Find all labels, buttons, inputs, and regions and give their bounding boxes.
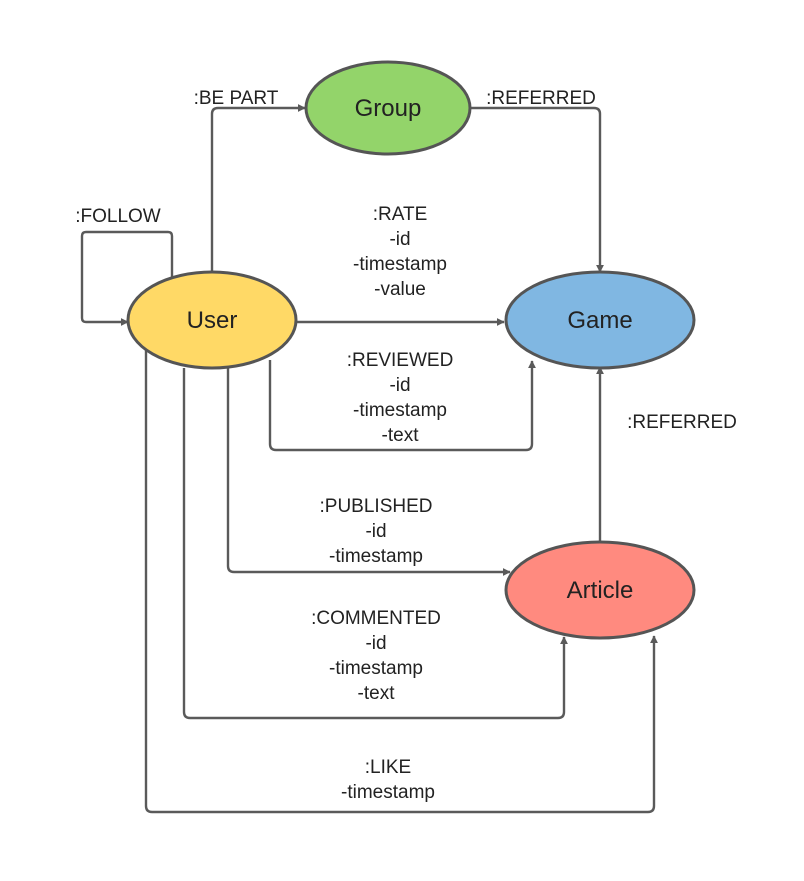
edge-rate-prop: -timestamp (353, 254, 447, 275)
edge-rate-prop: -id (389, 229, 410, 250)
edge-commented-prop: -text (358, 683, 396, 704)
edge-published-prop: -timestamp (329, 546, 423, 567)
node-user-label: User (187, 307, 238, 334)
node-group-label: Group (355, 95, 422, 122)
edge-reviewed (268, 360, 536, 452)
edge-group-referred-label: :REFERRED (486, 88, 596, 109)
edge-group-referred (470, 106, 604, 273)
edge-reviewed-prop: -id (389, 375, 410, 396)
edge-like-label: :LIKE (365, 757, 411, 778)
edge-like (144, 350, 658, 814)
edge-commented-label: :COMMENTED (311, 608, 441, 629)
edge-follow-label: :FOLLOW (75, 206, 161, 227)
node-game-label: Game (567, 307, 632, 334)
edge-article-referred-label: :REFERRED (627, 412, 737, 433)
edge-follow (80, 230, 174, 326)
node-user (126, 270, 298, 370)
edge-be-part-label: :BE PART (194, 88, 279, 109)
node-group (304, 60, 472, 156)
node-article (504, 540, 696, 640)
edge-reviewed-prop: -timestamp (353, 400, 447, 421)
node-game (504, 270, 696, 370)
edge-published-label: :PUBLISHED (320, 496, 433, 517)
edge-be-part (210, 104, 306, 272)
edge-commented-prop: -id (365, 633, 386, 654)
edge-commented-prop: -timestamp (329, 658, 423, 679)
edge-published (226, 366, 511, 576)
edge-like-prop: -timestamp (341, 782, 435, 803)
edge-rate-prop: -value (374, 279, 426, 300)
edge-published-prop: -id (365, 521, 386, 542)
edge-commented (182, 368, 568, 720)
node-article-label: Article (567, 577, 634, 604)
edge-reviewed-label: :REVIEWED (347, 350, 454, 371)
edge-rate-label: :RATE (373, 204, 428, 225)
edge-reviewed-prop: -text (382, 425, 420, 446)
